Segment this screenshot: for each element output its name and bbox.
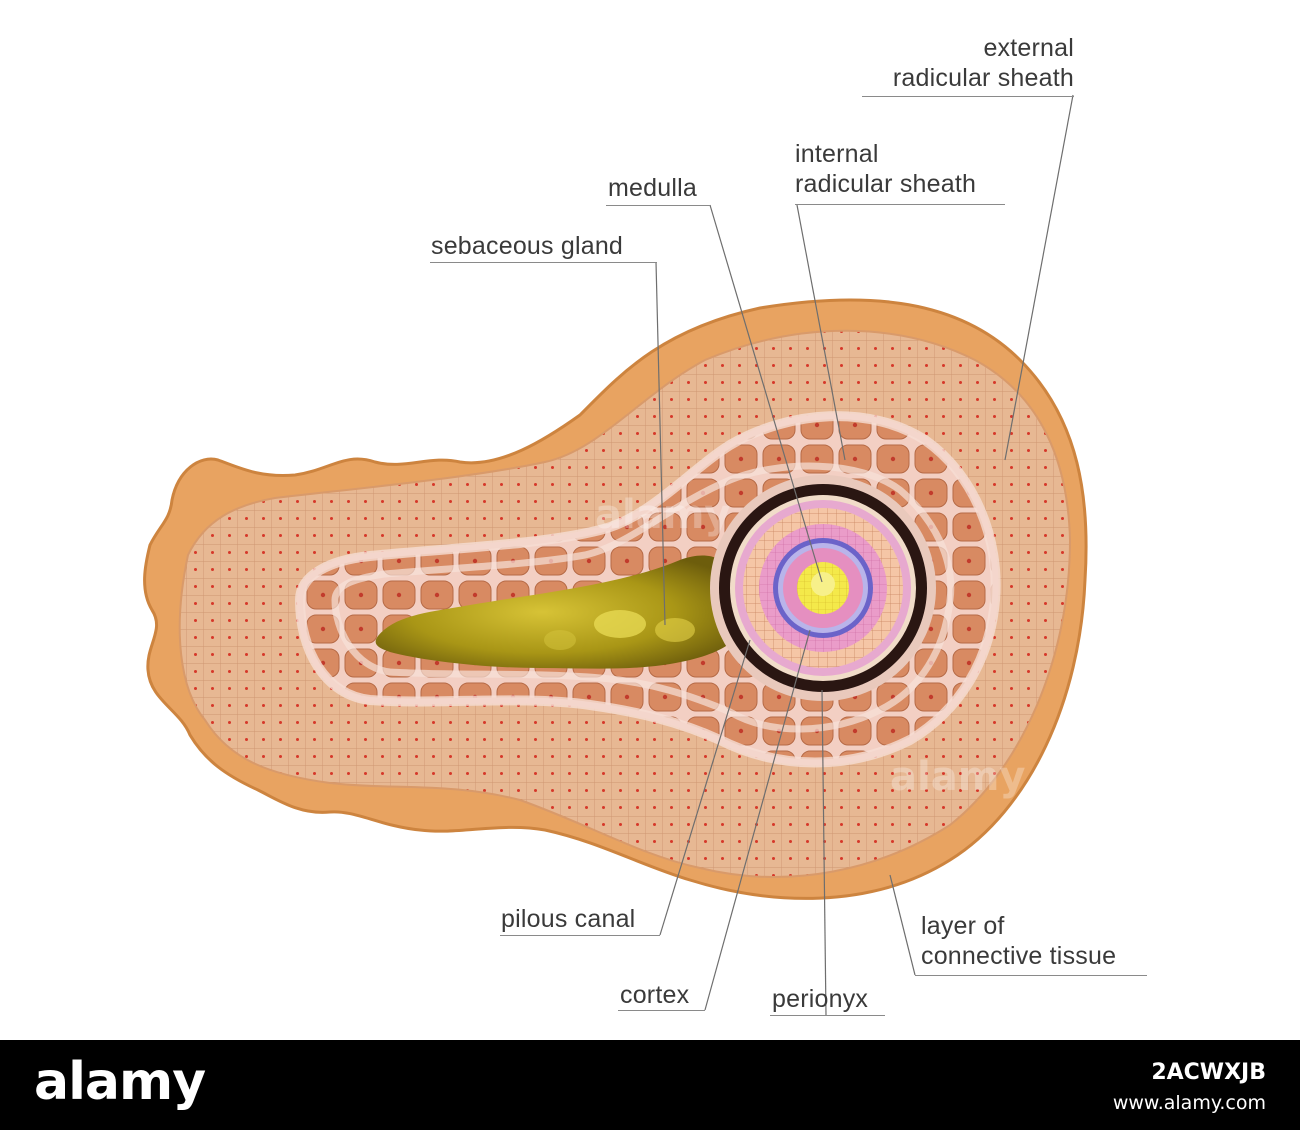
hair-shaft-cross-section: [710, 475, 936, 701]
leader-internal-sheath: [796, 204, 846, 461]
leader-medulla: [709, 204, 823, 583]
underline-medulla: [606, 205, 711, 206]
hair-follicle-diagram: alamy alamy external radicular sheath in…: [143, 33, 1147, 1016]
underline-connective: [915, 975, 1147, 976]
underline-internal: [795, 204, 1005, 205]
underline-perionyx: [770, 1015, 885, 1016]
label-line: external: [983, 34, 1074, 62]
label-line: radicular sheath: [795, 170, 977, 198]
label-line: internal: [795, 140, 879, 168]
leader-cortex: [704, 629, 811, 1011]
leader-perionyx: [821, 689, 827, 1016]
label-external-radicular-sheath: external radicular sheath: [893, 33, 1074, 93]
alamy-logo: alamy: [34, 1052, 206, 1112]
underline-cortex: [618, 1010, 705, 1011]
stock-footer-bar: alamy 2ACWXJB www.alamy.com: [0, 1040, 1300, 1130]
label-line: layer of: [921, 912, 1005, 940]
leader-pilous-canal: [659, 639, 751, 936]
underline-external: [862, 96, 1074, 97]
leader-lines: [655, 94, 1074, 1016]
label-layer-of-connective-tissue: layer of connective tissue: [921, 911, 1116, 971]
label-internal-radicular-sheath: internal radicular sheath: [795, 139, 976, 199]
label-line: radicular sheath: [892, 64, 1074, 92]
underline-pilous: [500, 935, 660, 936]
watermark-text-2: alamy: [890, 754, 1025, 800]
underline-sebaceous: [430, 262, 657, 263]
hair-follicle-illustration: alamy alamy: [143, 94, 1088, 1016]
leader-external-sheath: [1004, 94, 1074, 461]
site-url[interactable]: www.alamy.com: [1112, 1092, 1266, 1114]
label-pilous-canal: pilous canal: [501, 905, 636, 933]
label-line: connective tissue: [921, 942, 1117, 970]
label-sebaceous-gland: sebaceous gland: [431, 232, 624, 260]
label-medulla: medulla: [608, 174, 697, 202]
label-perionyx: perionyx: [772, 985, 869, 1013]
image-id: 2ACWXJB: [1151, 1060, 1266, 1085]
leader-sebaceous-gland: [655, 261, 666, 626]
leader-connective-tissue: [889, 874, 916, 976]
label-cortex: cortex: [620, 981, 690, 1009]
